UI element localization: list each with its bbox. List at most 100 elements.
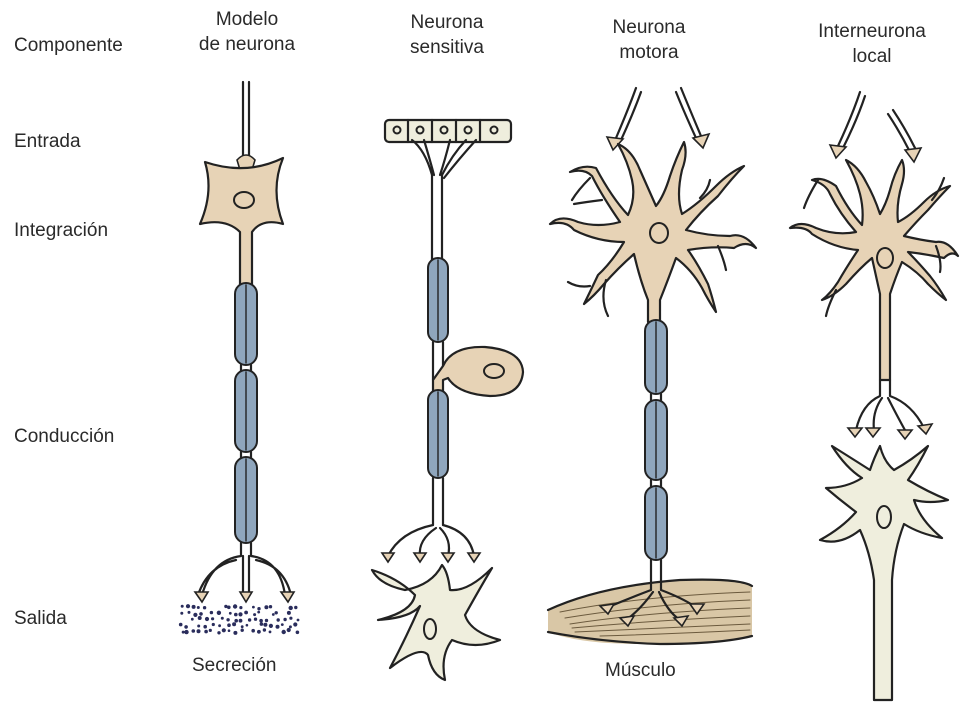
motor-neuron — [548, 88, 756, 644]
secretion-granule — [289, 606, 293, 610]
secretion-granule — [252, 606, 255, 609]
secretion-granule — [253, 613, 256, 616]
secretion-granule — [264, 605, 268, 609]
secretion-granule — [248, 618, 251, 621]
secretion-granule — [184, 625, 188, 629]
secretion-granule — [289, 617, 292, 620]
interneuron-terminal-2 — [866, 428, 880, 437]
secretion-granule — [241, 625, 244, 628]
secretion-granule — [179, 623, 183, 627]
secretion-granule — [191, 618, 194, 621]
secretion-granule — [257, 607, 260, 610]
secretion-granule — [210, 611, 213, 614]
secretion-granule — [277, 618, 280, 621]
secretion-granule — [287, 628, 291, 632]
secretion-granule — [212, 623, 215, 626]
secretion-granule — [238, 612, 242, 616]
sensory-central-axon — [433, 478, 443, 525]
motor-input-axon-1 — [616, 88, 641, 140]
secretion-granule — [217, 611, 221, 615]
secretion-granule — [281, 623, 284, 626]
secretion-granule — [246, 624, 249, 627]
secretion-granule — [239, 619, 243, 623]
secretion-granule — [222, 628, 226, 632]
interneuron — [790, 92, 958, 700]
interneuron-terminal-3 — [898, 430, 912, 439]
secretion-granule — [184, 630, 188, 634]
interneuron-input-axon-2 — [888, 110, 915, 152]
sensory-neuron — [372, 120, 523, 680]
secretion-granule — [209, 629, 212, 632]
sensory-terminal-2 — [414, 553, 426, 562]
secretion-granule — [217, 631, 220, 634]
secretion-granule — [197, 629, 201, 633]
secretion-granule — [297, 619, 300, 622]
secretion-granule — [269, 624, 273, 628]
secretion-granule — [233, 631, 237, 635]
secretion-granule — [251, 629, 255, 633]
secretion-granule — [192, 605, 196, 609]
secretion-granule — [193, 613, 197, 617]
secretion-granule — [282, 630, 286, 634]
secretion-granule — [226, 618, 229, 621]
secretion-granule — [260, 622, 264, 626]
secretion-granule — [257, 611, 260, 614]
secretion-granule — [211, 617, 214, 620]
secretion-granule — [205, 617, 209, 621]
model-terminal-3 — [281, 592, 294, 602]
model-soma — [200, 158, 283, 285]
secretion-granule — [229, 612, 232, 615]
sensory-peripheral-axon — [432, 175, 442, 260]
interneuron-terminal-4 — [918, 424, 932, 434]
secretion-granule — [234, 613, 238, 617]
interneuron-input-terminal-2 — [905, 148, 921, 162]
secretion-granule — [228, 629, 231, 632]
secretion-granule — [254, 618, 257, 621]
model-axon-branches — [198, 543, 291, 595]
secretion-granule — [293, 622, 297, 626]
secretion-granule — [221, 617, 224, 620]
secretion-granule — [289, 625, 292, 628]
sensory-terminal-3 — [442, 553, 454, 562]
secretion-granule — [265, 619, 268, 622]
model-terminal-2 — [240, 592, 252, 602]
secretion-granule — [269, 605, 272, 608]
interneuron-axon-branches — [856, 380, 924, 432]
secretion-granule — [203, 606, 206, 609]
secretion-granule — [203, 625, 207, 629]
interneuron-input-axon-1 — [838, 92, 865, 148]
secretion-granule — [232, 622, 236, 626]
secretion-granule — [275, 611, 278, 614]
model-input-axon — [243, 82, 249, 158]
secretion-granule — [227, 623, 231, 627]
secretion-granule — [276, 625, 280, 629]
secretion-granule — [287, 611, 291, 615]
secretion-granule — [272, 613, 275, 616]
secretion-granules — [179, 604, 300, 635]
secretion-granule — [259, 619, 263, 623]
sensory-terminal-1 — [382, 553, 394, 562]
interneuron-target-neuron — [820, 446, 948, 700]
model-terminal-1 — [195, 592, 208, 602]
secretion-granule — [227, 606, 231, 610]
interneuron-soma-dendrites — [790, 160, 958, 380]
secretion-granule — [182, 631, 185, 634]
interneuron-input-terminal-1 — [830, 145, 846, 158]
secretion-granule — [180, 612, 183, 615]
secretion-granule — [269, 631, 272, 634]
secretion-granule — [241, 629, 244, 632]
interneuron-terminal-1 — [848, 428, 862, 437]
secretion-granule — [197, 606, 200, 609]
secretion-granule — [186, 604, 190, 608]
secretion-granule — [218, 624, 221, 627]
secretion-granule — [239, 606, 242, 609]
sensory-target-neuron — [372, 565, 500, 680]
secretion-granule — [263, 628, 266, 631]
secretion-granule — [244, 611, 248, 615]
secretion-granule — [257, 630, 261, 634]
secretion-granule — [188, 611, 191, 614]
secretion-granule — [234, 619, 238, 623]
sensory-axon-branches — [388, 525, 474, 556]
secretion-granule — [181, 605, 184, 608]
